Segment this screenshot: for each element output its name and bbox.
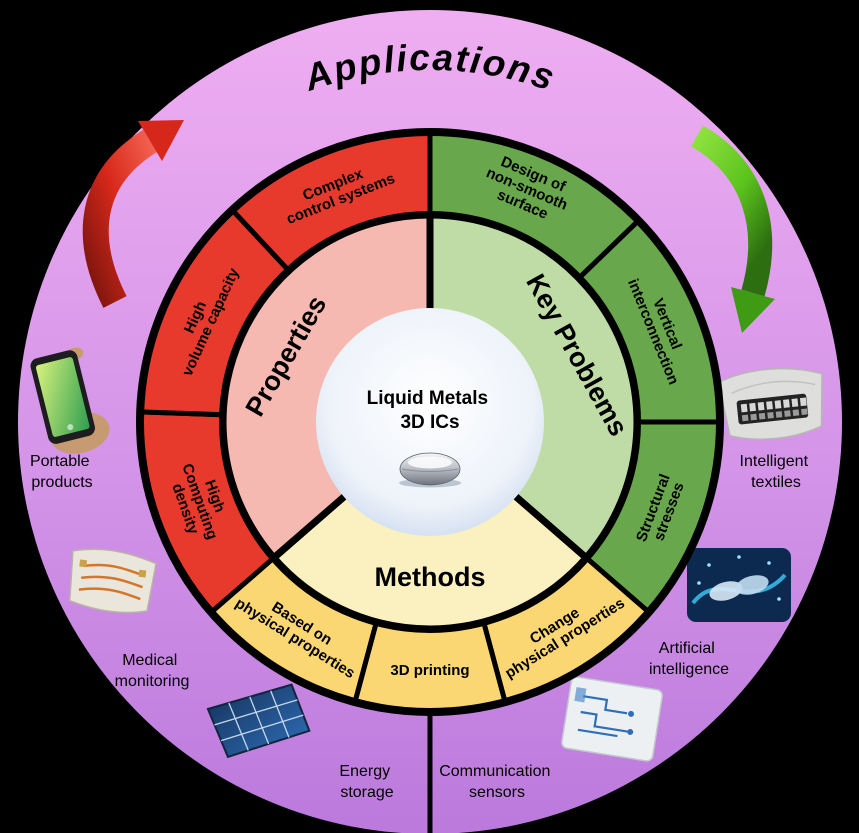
intelligent-textiles-photo [717, 367, 823, 440]
label-medical-monitoring: Medical monitoring [115, 652, 190, 690]
fabric-fold-line [731, 380, 816, 394]
label-portable-products: Portable products [30, 453, 94, 491]
green-arrow-band [690, 125, 773, 297]
droplet-seam [401, 468, 459, 472]
phone-screen [36, 357, 90, 437]
energy-storage-photo [206, 683, 311, 759]
green-arrow-head [731, 287, 775, 333]
sensor-chip [574, 687, 587, 703]
red-arrow-band [82, 129, 158, 308]
center-hub: Liquid Metals 3D ICs [316, 308, 544, 536]
curved-arrow-green-icon [690, 125, 775, 333]
phone-button [67, 424, 74, 431]
center-circle [316, 308, 544, 536]
gold-pad [79, 559, 88, 568]
center-title: Liquid Metals 3D ICs [367, 388, 494, 433]
sensor-card [561, 676, 663, 762]
handshake-hand [709, 581, 743, 601]
sensor-pad [628, 710, 635, 717]
label-3d-printing: 3D printing [390, 662, 469, 679]
liquid-metal-droplet-icon [399, 452, 461, 488]
portable-products-photo [30, 347, 110, 454]
label-artificial-intelligence: Artificial intelligence [649, 640, 729, 678]
red-arrow-head [138, 120, 184, 161]
digital-sparkles [697, 555, 781, 601]
label-energy-storage: Energy storage [339, 763, 394, 801]
droplet-highlight [408, 456, 452, 469]
label-intelligent-textiles: Intelligent textiles [740, 453, 813, 491]
keyboard-keys-row2 [741, 408, 808, 422]
panel-grid-lines [214, 690, 304, 751]
gold-pad [138, 569, 147, 578]
label-communication-sensors: Communication sensors [439, 763, 555, 801]
label-methods: Methods [375, 562, 486, 592]
keyboard-keys [740, 397, 807, 413]
handshake-hand [735, 575, 769, 595]
artificial-intelligence-photo [687, 548, 791, 622]
middle-ring-outer-border [136, 128, 724, 716]
curved-arrow-red-icon [82, 120, 184, 308]
medical-monitoring-photo [68, 548, 157, 614]
circuit-traces [78, 563, 144, 601]
sensor-pad [627, 729, 634, 736]
communication-sensors-photo [561, 676, 663, 762]
sensor-traces [577, 695, 629, 738]
